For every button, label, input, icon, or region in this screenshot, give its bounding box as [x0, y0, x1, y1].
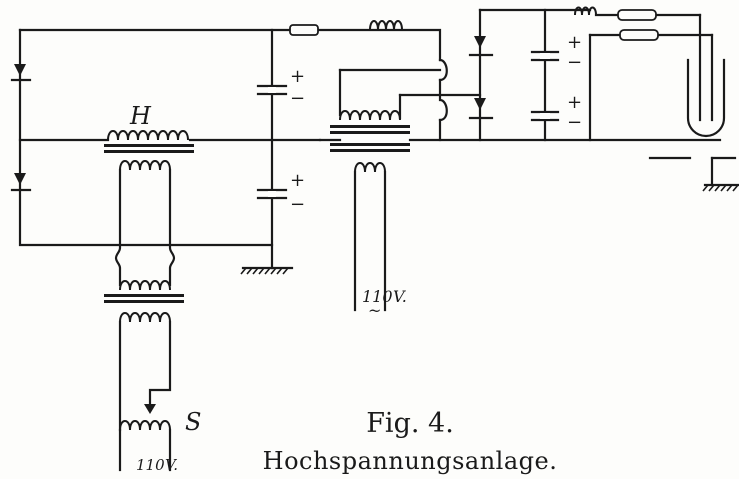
- resistor-output-top: [617, 9, 657, 21]
- capacitor-upper-left: [256, 84, 288, 96]
- minus-sign-2: −: [290, 194, 305, 215]
- centre-transformer: [318, 68, 722, 312]
- plus-sign-3: +: [567, 32, 582, 53]
- series-line: [270, 20, 448, 122]
- intermediate-transformer: [104, 280, 184, 323]
- left-rectifier-upper-arrow-icon: [14, 64, 26, 76]
- right-rectifier-lower-arrow-icon: [474, 98, 486, 110]
- discharge-tube: [686, 58, 726, 138]
- plus-sign-2: +: [290, 170, 305, 191]
- hv-transformer: [104, 130, 194, 287]
- right-rectifier-upper-arrow-icon: [474, 36, 486, 48]
- ground-left-icon: [240, 266, 294, 275]
- figure-title: Hochspannungsanlage.: [262, 447, 558, 475]
- voltage-unit-left: V.: [165, 456, 178, 474]
- inductor-top: [369, 20, 403, 31]
- minus-sign-3: −: [567, 52, 582, 73]
- plus-sign-4: +: [567, 92, 582, 113]
- label-s: S: [185, 408, 201, 436]
- ac-sign-centre: ~: [368, 301, 381, 320]
- capacitor-lower-left: [256, 188, 288, 200]
- inductor-output: [574, 6, 597, 16]
- resistor-top-left: [289, 24, 319, 36]
- left-rectifier-circuit: [10, 28, 322, 270]
- resistor-output-lower: [619, 29, 659, 41]
- voltage-label-centre: 110: [362, 287, 393, 306]
- voltage-label-left: 110: [136, 456, 165, 474]
- left-rectifier-lower-arrow-icon: [14, 173, 26, 185]
- label-h: H: [129, 102, 152, 130]
- figure-label: Fig. 4.: [366, 408, 454, 439]
- minus-sign-1: −: [290, 88, 305, 109]
- voltage-unit-centre: V.: [393, 287, 407, 306]
- spark-gap: [648, 156, 737, 187]
- right-bridge: [438, 8, 592, 142]
- minus-sign-4: −: [567, 112, 582, 133]
- output-circuit: [574, 6, 714, 142]
- plus-sign-1: +: [290, 66, 305, 87]
- ground-right-icon: [702, 183, 739, 192]
- regulator-s: [118, 320, 172, 472]
